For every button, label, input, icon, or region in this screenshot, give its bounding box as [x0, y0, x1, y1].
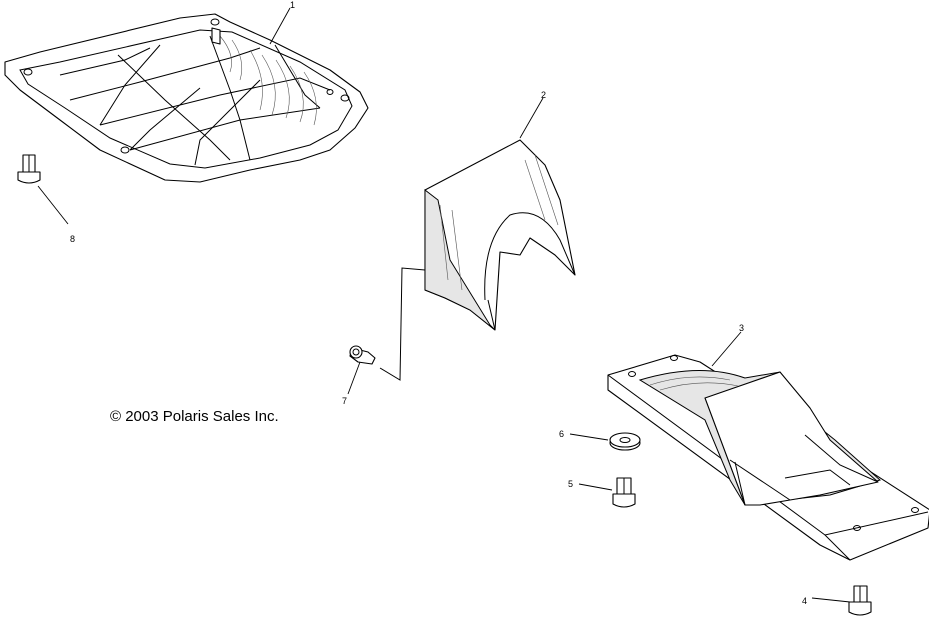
leader-lines	[37, 7, 851, 603]
leader-7	[347, 361, 361, 395]
leader-5	[578, 483, 613, 491]
copyright-notice: © 2003 Polaris Sales Inc.	[110, 408, 279, 425]
part-2-flap	[379, 139, 576, 381]
part-7-screw	[349, 345, 376, 365]
part-6-washer	[609, 432, 641, 451]
callout-numbers: 1 2 3 4 5 6 7 8	[70, 0, 807, 606]
part-4-bolt	[848, 585, 872, 616]
part-5-bolt	[612, 477, 636, 508]
leader-3	[711, 331, 742, 367]
part-8-bolt	[17, 154, 41, 184]
leader-4	[811, 597, 851, 603]
callout-2: 2	[541, 90, 546, 100]
callout-5: 5	[568, 479, 573, 489]
leader-1	[269, 7, 291, 45]
leader-6	[569, 433, 609, 441]
leader-8	[37, 185, 69, 225]
callout-1: 1	[290, 0, 295, 10]
callout-4: 4	[802, 596, 807, 606]
part-3-bracket	[607, 354, 929, 561]
leader-2	[519, 97, 544, 139]
callout-8: 8	[70, 234, 75, 244]
callout-6: 6	[559, 429, 564, 439]
callout-7: 7	[342, 396, 347, 406]
callout-3: 3	[739, 323, 744, 333]
part-1-skid-plate	[4, 13, 369, 183]
